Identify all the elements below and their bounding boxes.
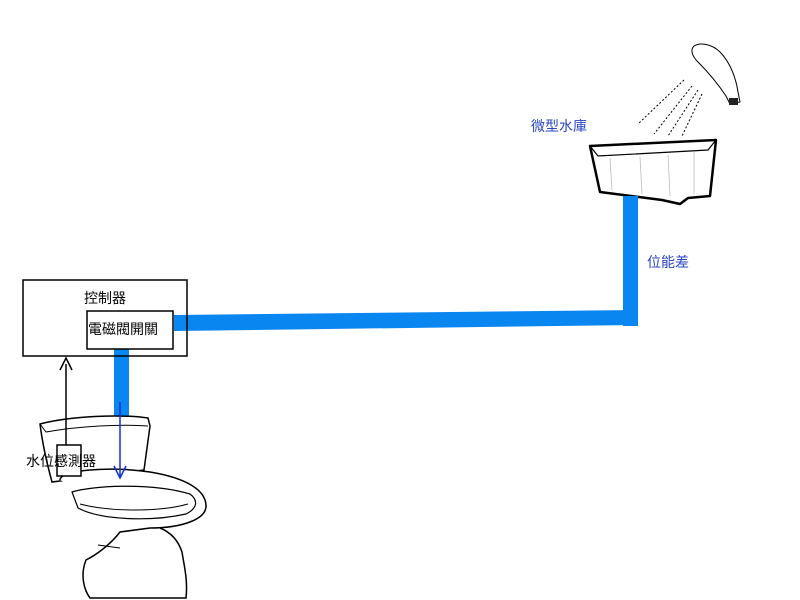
potential-difference-label: 位能差: [647, 255, 689, 271]
controller-box: [22, 279, 188, 357]
shower-head-icon: [637, 43, 741, 137]
reservoir-label: 微型水庫: [531, 118, 587, 135]
reservoir-tank-icon: [588, 138, 718, 206]
valve-switch-label: 電磁閥開關: [88, 322, 158, 338]
controller-label: 控制器: [84, 291, 126, 307]
toilet-icon: [39, 415, 207, 599]
level-sensor-label: 水位感測器: [26, 453, 96, 470]
level-sensor-box: [56, 444, 82, 477]
sensor-signal-arrow: [59, 356, 73, 445]
valve-switch-box: [86, 310, 174, 350]
flow-arrow: [113, 402, 127, 480]
water-pipe: [114, 196, 638, 454]
